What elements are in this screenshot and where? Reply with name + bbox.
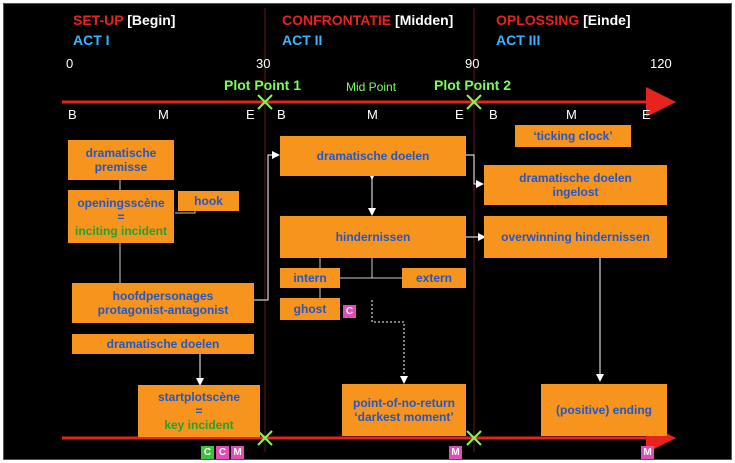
box-positive-ending: (positive) ending: [541, 384, 667, 436]
box-extern: extern: [402, 268, 466, 288]
act2-end-label: E: [455, 107, 464, 122]
box-hoofdpersonages-line1: hoofdpersonages: [112, 289, 214, 303]
tick-30: 30: [256, 56, 271, 71]
box-startplotscene: startplotscène = key incident: [138, 385, 260, 437]
tick-0: 0: [66, 56, 74, 71]
bottom-tag-act1-1: C: [201, 446, 214, 459]
box-openingsscene-line3: inciting incident: [75, 223, 167, 238]
act1-label: ACT I: [73, 32, 110, 48]
mid-point-label: Mid Point: [346, 80, 397, 94]
box-hindernissen: hindernissen: [280, 216, 466, 258]
bottom-tag-act1-2: C: [216, 446, 229, 459]
box-premisse-line1: dramatische: [85, 146, 157, 160]
box-ticking-clock: ‘ticking clock’: [515, 125, 631, 147]
act1-title: SET-UP [Begin]: [73, 12, 175, 28]
act1-begin-label: B: [68, 107, 77, 122]
box-hook: hook: [178, 191, 239, 211]
box-openingsscene-line1: openingsscène: [77, 195, 165, 210]
tick-90: 90: [465, 56, 480, 71]
box-openingsscene-line2: =: [117, 209, 125, 224]
plot-point-1-label: Plot Point 1: [224, 77, 301, 93]
act1-end-label: E: [246, 107, 255, 122]
box-ingelost-line1: dramatische doelen: [519, 171, 632, 185]
ghost-tag: C: [343, 305, 356, 318]
act3-end-label: E: [642, 107, 651, 122]
act1-title-main: SET-UP: [73, 12, 124, 28]
act3-title-main: OPLOSSING: [496, 12, 580, 28]
box-dramatische-doelen-act1: dramatische doelen: [72, 334, 254, 354]
box-openingsscene: openingsscène = inciting incident: [68, 190, 174, 243]
bottom-tag-act2: M: [449, 446, 462, 459]
act3-begin-label: B: [489, 107, 498, 122]
act2-title-main: CONFRONTATIE: [282, 12, 392, 28]
act3-title: OPLOSSING [Einde]: [496, 12, 631, 28]
box-dramatische-doelen-ingelost: dramatische doelen ingelost: [484, 165, 667, 205]
act3-title-bracket: [Einde]: [583, 12, 631, 28]
bottom-tag-act1-3: M: [231, 446, 244, 459]
act2-title-bracket: [Midden]: [395, 12, 454, 28]
bottom-marker-1: [257, 430, 273, 446]
act2-begin-label: B: [277, 107, 286, 122]
bottom-marker-2: [466, 430, 482, 446]
act3-middle-label: M: [566, 107, 577, 122]
plot-point-2-marker: [466, 94, 482, 110]
box-ponr-line1: point-of-no-return: [353, 396, 455, 410]
box-hoofdpersonages: hoofdpersonages protagonist-antagonist: [72, 283, 254, 323]
box-hoofdpersonages-line2: protagonist-antagonist: [97, 303, 229, 317]
act1-middle-label: M: [158, 107, 169, 122]
box-premisse-line2: premisse: [94, 160, 148, 174]
act2-label: ACT II: [282, 32, 323, 48]
box-startplotscene-line3: key incident: [164, 418, 234, 432]
tick-120: 120: [650, 56, 672, 71]
act3-label: ACT III: [496, 32, 541, 48]
box-ghost: ghost: [280, 298, 340, 320]
plot-point-1-marker: [257, 94, 273, 110]
box-startplotscene-line2: =: [195, 404, 203, 418]
box-dramatische-doelen-act2: dramatische doelen: [280, 136, 466, 176]
box-point-of-no-return: point-of-no-return ‘darkest moment’: [342, 384, 466, 436]
act2-title: CONFRONTATIE [Midden]: [282, 12, 453, 28]
act1-title-bracket: [Begin]: [127, 12, 176, 28]
box-ponr-line2: ‘darkest moment’: [354, 410, 454, 424]
act2-middle-label: M: [367, 107, 378, 122]
box-overwinning-hindernissen: overwinning hindernissen: [484, 216, 667, 258]
plot-point-2-label: Plot Point 2: [434, 77, 511, 93]
bottom-tag-act3: M: [641, 446, 654, 459]
box-dramatische-premisse: dramatische premisse: [68, 140, 174, 180]
box-intern: intern: [280, 268, 340, 288]
box-ingelost-line2: ingelost: [552, 185, 599, 199]
box-startplotscene-line1: startplotscène: [157, 390, 241, 404]
